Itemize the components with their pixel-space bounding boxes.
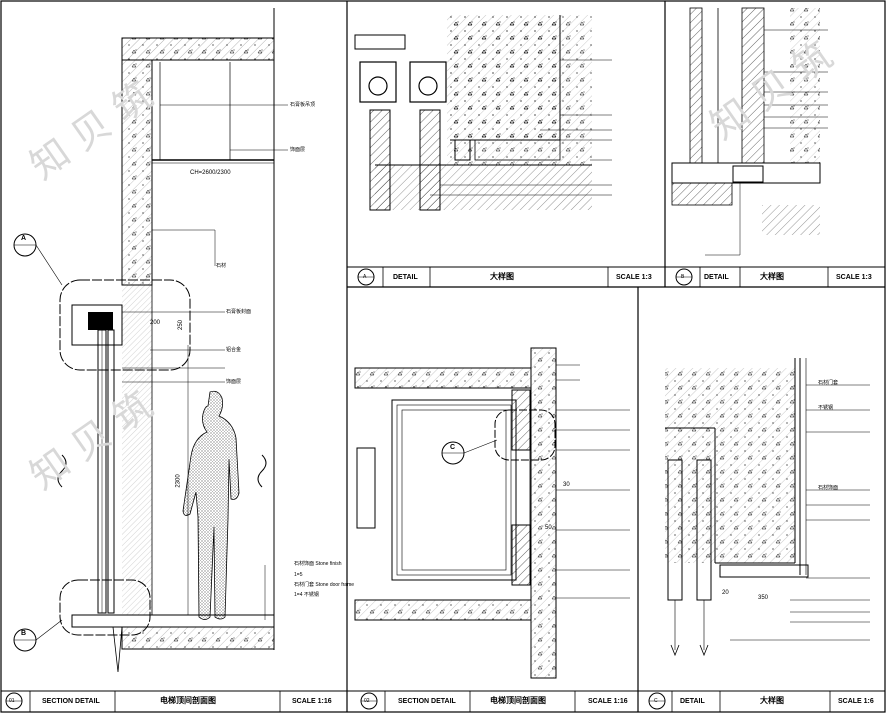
title-01-kind: SECTION DETAIL	[42, 698, 100, 705]
title-a-scale: SCALE 1:3	[616, 274, 652, 281]
title-b-kind: DETAIL	[704, 274, 729, 281]
title-c-kind: DETAIL	[680, 698, 705, 705]
panel-01-drawing	[13, 8, 288, 673]
title-01-marker: 01	[9, 698, 15, 704]
title-01-name: 电梯顶间剖面图	[160, 696, 216, 705]
label-c-b: 不锈钢	[818, 405, 834, 411]
dimension-200: 200	[150, 320, 161, 326]
title-02-marker: 02	[364, 698, 370, 704]
label-c-a: 石材门套	[818, 380, 839, 386]
title-b-scale: SCALE 1:3	[836, 274, 872, 281]
label-01-i: 1=4 不锈钢	[294, 592, 319, 598]
dimension-2300: 2300	[175, 474, 182, 488]
callout-a-label: A	[21, 235, 27, 242]
label-01-c: 石膏板封面	[226, 309, 252, 315]
title-02-name: 电梯顶间剖面图	[490, 696, 546, 705]
title-02-scale: SCALE 1:16	[588, 698, 628, 705]
title-c-name: 大样图	[760, 696, 784, 705]
panel-02-drawing	[354, 347, 630, 679]
callout-b-label: B	[21, 630, 27, 637]
title-c-scale: SCALE 1:6	[838, 698, 874, 705]
title-c-marker: C	[654, 698, 658, 704]
label-01-e: 饰面层	[226, 379, 242, 385]
title-b-name: 大样图	[760, 272, 784, 281]
dimension-50: 50	[545, 525, 552, 531]
title-a-name: 大样图	[490, 272, 514, 281]
title-a-marker: A	[363, 274, 367, 280]
label-c-c: 石材饰面	[818, 485, 839, 491]
dimension-250: 250	[178, 319, 185, 331]
label-01-j: 石材	[216, 263, 227, 269]
title-b-marker: B	[681, 274, 685, 280]
label-01-f: 石材饰面 Stone finish	[294, 561, 342, 567]
label-01-g: 1=5	[294, 572, 303, 578]
dimension-30: 30	[563, 482, 570, 488]
panel-b-drawing	[671, 7, 828, 256]
dimension-350: 350	[758, 595, 769, 601]
title-02-kind: SECTION DETAIL	[398, 698, 456, 705]
dimension-ceiling-height: CH=2600/2300	[190, 170, 231, 176]
dimension-20: 20	[722, 590, 729, 596]
label-01-d: 铝合金	[226, 347, 242, 353]
panel-a-drawing	[354, 15, 612, 211]
label-01-h: 石材门套 Stone door frame	[294, 582, 355, 588]
callout-c-label: C	[450, 444, 456, 451]
title-a-kind: DETAIL	[393, 274, 418, 281]
panel-c-drawing	[665, 358, 870, 657]
title-01-scale: SCALE 1:16	[292, 698, 332, 705]
title-markers	[5, 268, 693, 710]
label-01-a: 石膏板吊顶	[290, 102, 316, 108]
label-01-b: 饰面层	[290, 147, 306, 153]
